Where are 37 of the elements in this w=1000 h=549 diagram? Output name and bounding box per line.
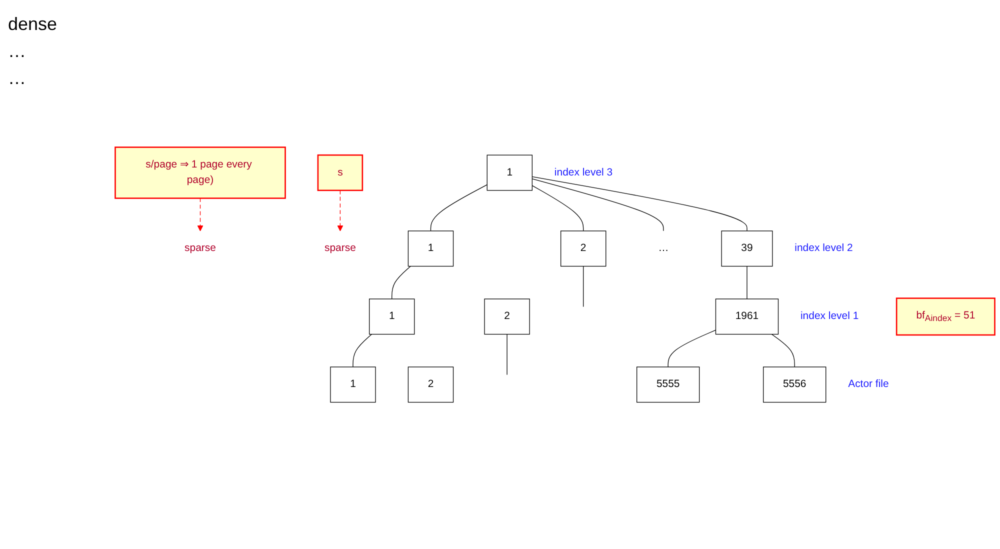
connector <box>532 178 664 232</box>
node-box: 1 <box>369 298 415 334</box>
node-text: sparse <box>324 242 356 254</box>
connector <box>352 334 372 368</box>
note-text: … <box>8 68 27 89</box>
connector <box>506 334 508 375</box>
node-label: index level 3 <box>554 166 613 178</box>
node-box: 2 <box>408 366 454 402</box>
connector <box>746 266 748 300</box>
node-box: 2 <box>560 230 606 266</box>
connector <box>392 266 411 300</box>
connector <box>583 266 584 307</box>
note-text: dense <box>8 14 58 35</box>
connector <box>668 330 716 368</box>
node-label: Actor file <box>848 378 889 390</box>
node-box: 1961 <box>715 298 779 334</box>
note-text: … <box>8 41 27 62</box>
node-text: sparse <box>184 242 216 254</box>
connector <box>532 184 584 232</box>
node-box: 2 <box>484 298 530 334</box>
node-box: 1 <box>486 154 533 190</box>
node-box: 1 <box>330 366 376 402</box>
node-box: 5556 <box>763 366 826 402</box>
node-box: s/page ⇒ 1 page every page) <box>114 146 286 199</box>
node-box: 1 <box>408 230 454 266</box>
arrow <box>197 198 204 231</box>
node-label: index level 1 <box>800 310 859 322</box>
connector <box>532 176 748 232</box>
node-box: bf$_{Aindex}$ = 51 <box>896 297 996 336</box>
node-label: index level 2 <box>794 242 853 254</box>
connector <box>771 334 795 368</box>
node-text: … <box>658 242 669 254</box>
node-box: 5555 <box>636 366 700 402</box>
connector <box>430 184 488 232</box>
arrow <box>337 190 344 231</box>
node-box: 39 <box>721 230 773 266</box>
node-box: s <box>317 154 364 191</box>
